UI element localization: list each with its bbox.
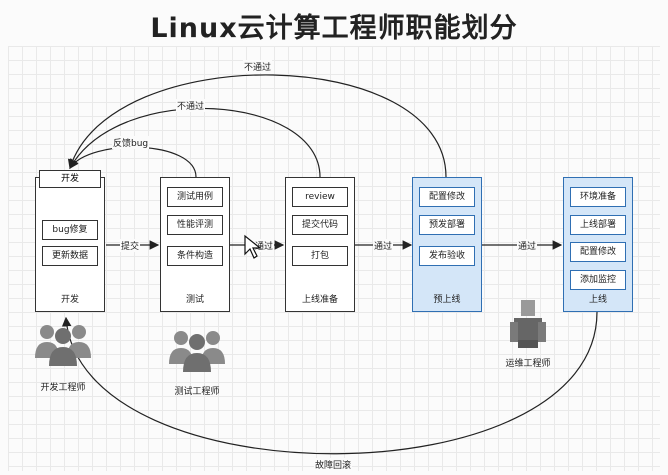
edge-label-pass-1: 通过 (254, 239, 275, 252)
task-condition-build: 条件构造 (167, 246, 223, 266)
edge-label-submit: 提交 (120, 239, 141, 252)
task-release-accept: 发布验收 (419, 246, 475, 266)
edge-label-pass-3: 通过 (517, 239, 538, 252)
stage-test-label: 测试 (185, 295, 204, 305)
task-env-prep: 环境准备 (570, 187, 626, 207)
arrow-rollback (61, 311, 598, 455)
person-group-icon (169, 331, 225, 372)
stage-dev-label: 开发 (60, 295, 79, 305)
stage-release-prep-label: 上线准备 (301, 295, 338, 305)
task-config-change: 配置修改 (419, 187, 475, 207)
ops-engineer-icon (510, 300, 546, 348)
arrow-reject-1 (69, 107, 321, 178)
task-review: review (292, 187, 348, 207)
edge-label-feedback-bug: 反馈bug (112, 136, 150, 149)
edge-label-reject-2: 不通过 (243, 60, 273, 73)
task-submit-code: 提交代码 (292, 215, 348, 235)
task-config-change-2: 配置修改 (570, 242, 626, 262)
stage-dev-tab: 开发 (39, 170, 101, 188)
task-update-data: 更新数据 (42, 246, 98, 266)
arrow-reject-2 (67, 74, 447, 178)
stage-release: 环境准备 上线部署 配置修改 添加监控 上线 (563, 177, 633, 312)
task-package: 打包 (292, 246, 348, 266)
stage-dev: 开发 bug修复 更新数据 开发 (35, 170, 105, 312)
task-pre-deploy: 预发部署 (419, 215, 475, 235)
person-group-icon (35, 325, 91, 366)
task-release-deploy: 上线部署 (570, 215, 626, 235)
stage-release-label: 上线 (588, 295, 607, 305)
edge-label-pass-2: 通过 (373, 239, 394, 252)
task-test-cases: 测试用例 (167, 187, 223, 207)
page-title: Linux云计算工程师职能划分 (150, 13, 518, 44)
stage-pre-release: 配置修改 预发部署 发布验收 预上线 (412, 177, 482, 312)
edge-label-reject-1: 不通过 (176, 99, 206, 112)
task-bug-fix: bug修复 (42, 220, 98, 240)
stage-test: 测试用例 性能评测 条件构造 测试 (160, 177, 230, 312)
stage-pre-release-label: 预上线 (433, 295, 461, 305)
task-performance-eval: 性能评测 (167, 215, 223, 235)
role-test-engineer: 测试工程师 (174, 387, 220, 397)
cursor-icon (244, 234, 262, 259)
stage-release-prep: review 提交代码 打包 上线准备 (285, 177, 355, 312)
role-ops-engineer: 运维工程师 (505, 359, 551, 369)
edge-label-rollback: 故障回滚 (314, 458, 353, 471)
role-dev-engineer: 开发工程师 (40, 383, 86, 393)
task-add-monitoring: 添加监控 (570, 270, 626, 290)
